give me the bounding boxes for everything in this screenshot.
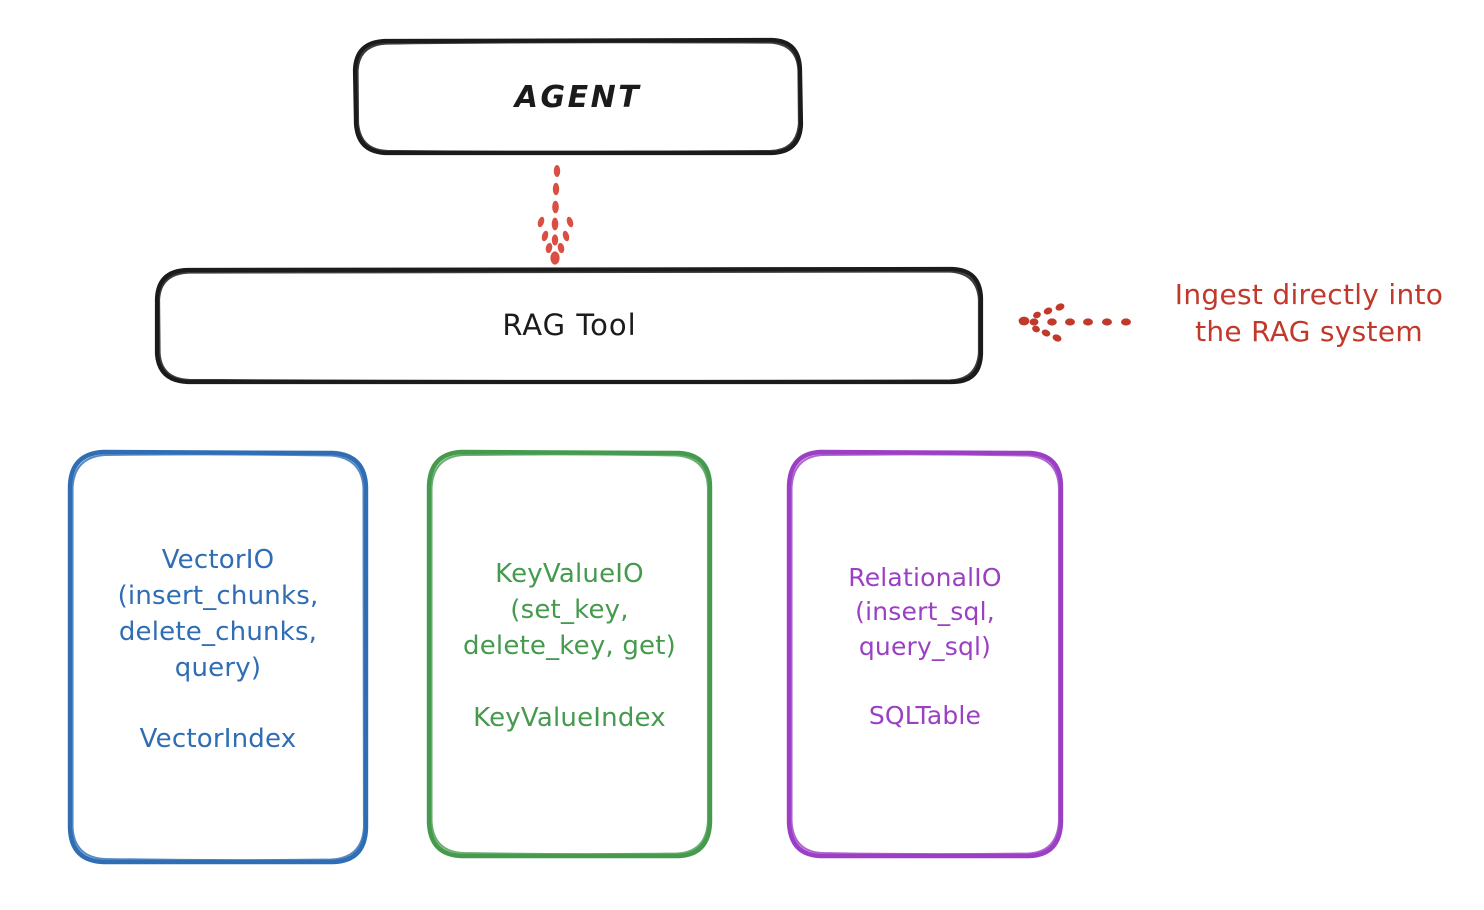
node-relational-io-label: RelationalIO (insert_sql, query_sql) SQL… bbox=[848, 562, 1002, 730]
node-rag-tool[interactable]: RAG Tool bbox=[157, 269, 982, 383]
annotation-ingest-note: Ingest directly into the RAG system bbox=[1174, 278, 1444, 348]
node-rag-tool-label: RAG Tool bbox=[502, 308, 637, 343]
ingest-arrow bbox=[1018, 303, 1131, 342]
agent-to-rag-tool-arrow bbox=[537, 165, 574, 265]
node-vector-io-label: VectorIO (insert_chunks, delete_chunks, … bbox=[117, 544, 319, 755]
node-key-value-io-label: KeyValueIO (set_key, delete_key, get) Ke… bbox=[463, 559, 676, 733]
node-agent-label: AGENT bbox=[514, 79, 642, 115]
node-relational-io[interactable]: RelationalIO (insert_sql, query_sql) SQL… bbox=[789, 452, 1061, 856]
node-vector-io[interactable]: VectorIO (insert_chunks, delete_chunks, … bbox=[70, 452, 366, 863]
node-key-value-io[interactable]: KeyValueIO (set_key, delete_key, get) Ke… bbox=[429, 452, 710, 856]
node-agent[interactable]: AGENT bbox=[355, 40, 801, 154]
